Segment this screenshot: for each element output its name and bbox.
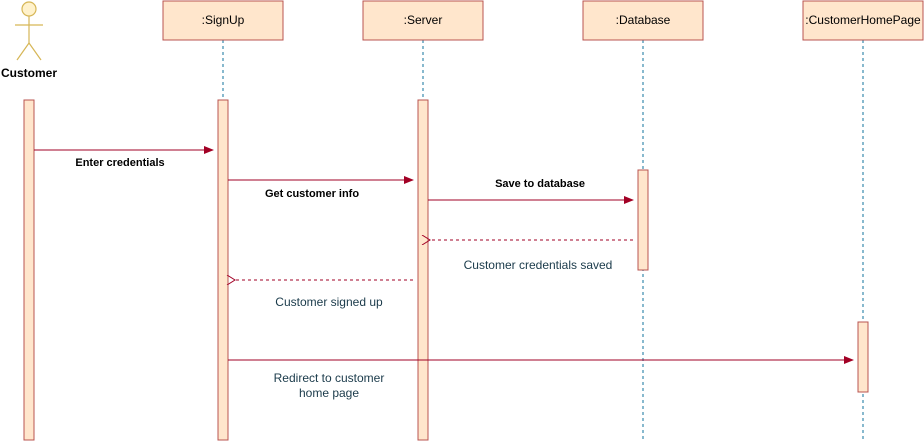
message-enter-credentials[interactable]: Enter credentials — [34, 146, 214, 169]
activation-bar-customerhomepage[interactable] — [857, 321, 869, 393]
participant-label: :CustomerHomePage — [805, 13, 921, 27]
participant-database[interactable]: :Database — [582, 0, 704, 41]
participant-server[interactable]: :Server — [362, 0, 484, 41]
message-redirect-to-home-page[interactable]: Redirect to customer home page — [228, 356, 854, 400]
message-label: Enter credentials — [75, 157, 164, 169]
participant-label: :SignUp — [202, 13, 245, 27]
actor-label: Customer — [1, 66, 57, 80]
message-label: Get customer info — [265, 188, 359, 200]
message-label-line1: Redirect to customer — [274, 371, 385, 385]
activation-bar-customer[interactable] — [23, 99, 35, 441]
reply-customer-signed-up[interactable]: Customer signed up — [235, 280, 413, 309]
message-save-to-database[interactable]: Save to database — [428, 178, 634, 204]
message-label: Customer credentials saved — [464, 258, 613, 272]
message-get-customer-info[interactable]: Get customer info — [228, 176, 414, 200]
activation-bar-database[interactable] — [637, 169, 649, 271]
participant-label: :Server — [404, 13, 443, 27]
participant-label: :Database — [616, 13, 671, 27]
message-label: Customer signed up — [275, 295, 383, 309]
activation-bar-server[interactable] — [417, 99, 429, 441]
participant-customerhomepage[interactable]: :CustomerHomePage — [802, 0, 924, 41]
stick-figure-actor-icon — [15, 1, 43, 61]
participant-signup[interactable]: :SignUp — [162, 0, 284, 41]
message-label-line2: home page — [299, 386, 359, 400]
reply-customer-credentials-saved[interactable]: Customer credentials saved — [430, 240, 633, 272]
actor-customer[interactable]: Customer — [1, 1, 57, 80]
activation-bar-signup[interactable] — [217, 99, 229, 441]
message-label: Save to database — [495, 178, 585, 190]
